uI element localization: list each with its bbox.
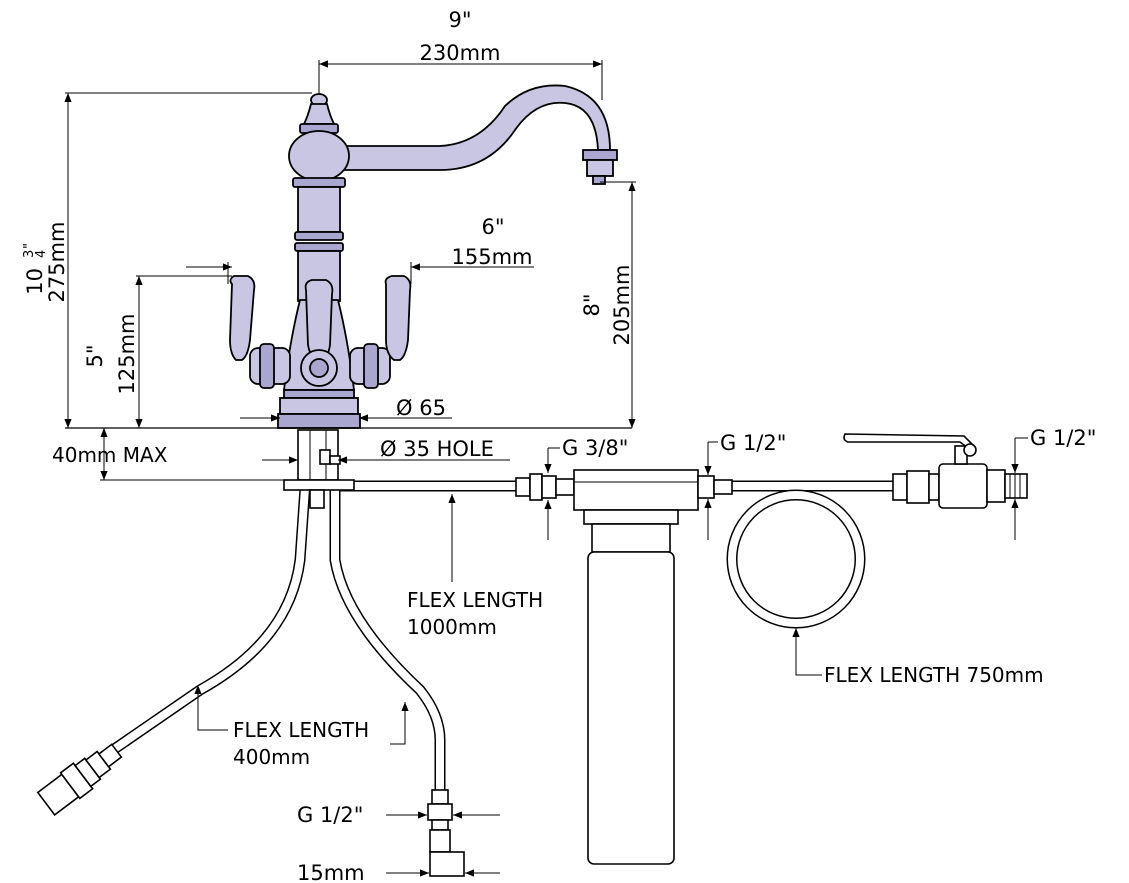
height-inch-mark: " [22,243,37,249]
fitting-inlet-label: G 3/8" [562,436,628,460]
hose-end-bottom [427,789,465,877]
lever-inch-label: 6" [481,215,504,239]
filter-assembly [515,469,733,865]
height-inch-whole: 10 [23,268,47,295]
width-mm-label: 230mm [420,41,501,65]
flex-short-label-line2: 400mm [233,745,310,769]
deck-max-label: 40mm MAX [52,443,168,467]
handle-mm-label: 125mm [115,314,139,395]
fitting-outlet-label: G 1/2" [1030,426,1096,450]
deck-mounting [65,427,632,509]
base-diameter-label: Ø 65 [396,396,446,420]
handle-inch-label: 5" [83,344,107,367]
flex-hoses [104,480,901,796]
lever-mm-label: 155mm [452,245,533,269]
flex-coil-label: FLEX LENGTH 750mm [824,663,1044,687]
spout-inch-label: 8" [580,293,604,316]
fitting-mid-label: G 1/2" [720,431,786,455]
flex-main-label-line1: FLEX LENGTH [407,588,543,612]
spout-mm-label: 205mm [610,265,634,346]
height-inch-label: 10 3 4 " [22,243,49,295]
tap-body [229,84,618,429]
hole-diameter-label: Ø 35 HOLE [380,437,494,461]
height-inch-den: 4 [34,250,49,258]
width-inch-label: 9" [448,8,471,32]
isolation-valve [843,433,1028,509]
flex-short-label-line1: FLEX LENGTH [233,718,369,742]
bottom-size-label: 15mm [297,861,365,883]
dimension-lines [64,60,1028,877]
height-inch-num: 3 [22,250,37,258]
flex-main-label-line2: 1000mm [407,615,497,639]
height-mm-label: 275mm [45,222,69,303]
fitting-bottom-label: G 1/2" [297,803,363,827]
hose-end-left [36,743,123,816]
